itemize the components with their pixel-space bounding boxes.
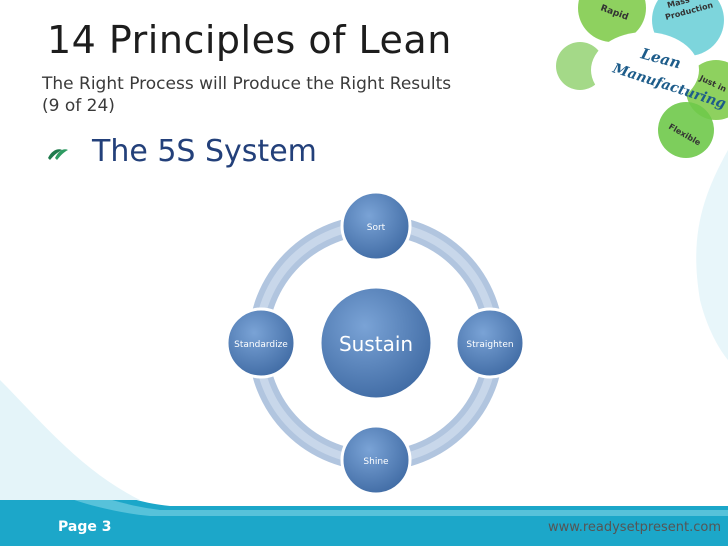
subtitle-line-1: The Right Process will Produce the Right… bbox=[42, 74, 452, 94]
subtitle-line-2: (9 of 24) bbox=[42, 96, 115, 116]
svg-text:Mass: Mass bbox=[666, 0, 691, 10]
bullet-leaf-icon bbox=[48, 149, 68, 160]
node-sort: Sort bbox=[340, 190, 412, 262]
node-sustain: Sustain bbox=[318, 285, 434, 401]
site-url[interactable]: www.readysetpresent.com bbox=[548, 520, 721, 535]
node-straighten-label: Straighten bbox=[466, 340, 513, 350]
node-standardize: Standardize bbox=[225, 307, 297, 379]
node-standardize-label: Standardize bbox=[234, 340, 288, 350]
slide-subtitle: The Right Process will Produce the Right… bbox=[42, 73, 451, 117]
node-sustain-label: Sustain bbox=[339, 332, 413, 356]
page-number: Page 3 bbox=[58, 519, 112, 535]
lean-manufacturing-logo: Rapid Mass Production Just in Time Flexi… bbox=[556, 0, 728, 158]
node-shine: Shine bbox=[340, 424, 412, 496]
node-sort-label: Sort bbox=[367, 223, 386, 233]
node-shine-label: Shine bbox=[363, 457, 389, 467]
node-straighten: Straighten bbox=[454, 307, 526, 379]
slide-title: 14 Principles of Lean bbox=[47, 18, 452, 62]
bullet-text: The 5S System bbox=[92, 134, 317, 169]
